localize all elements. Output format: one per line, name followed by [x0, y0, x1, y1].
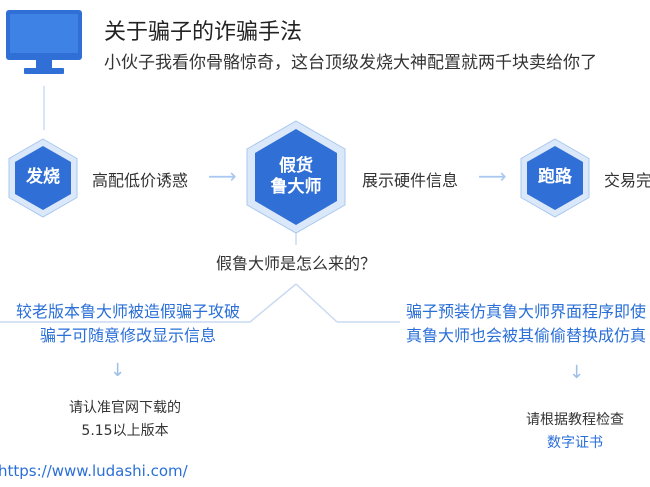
hexagon-shape: [246, 120, 346, 234]
branch-left-line1: 较老版本鲁大师被造假骗子攻破: [15, 302, 240, 321]
page-subtitle: 小伙子我看你骨骼惊奇，这台顶级发烧大神配置就两千块卖给你了: [104, 53, 597, 73]
question-text: 假鲁大师是怎么来的？: [216, 254, 377, 273]
step-desc: 交易完成: [604, 171, 650, 190]
page-title: 关于骗子的诈骗手法: [104, 20, 303, 45]
branch-left-line2: 骗子可随意修改显示信息: [39, 326, 216, 345]
hexagon-shape: [520, 138, 590, 218]
hex-step-run-away: 跑路: [520, 138, 590, 218]
footer-url-link[interactable]: https://www.ludashi.com/: [0, 462, 188, 480]
arrow-right-icon: ⟶: [208, 164, 237, 188]
hex-step-label: 发烧: [26, 167, 60, 188]
hex-step-fever: 发烧: [8, 138, 78, 218]
arrow-down-icon: ↓: [110, 360, 126, 381]
arrow-right-icon: ⟶: [478, 164, 507, 188]
step-desc: 展示硬件信息: [362, 171, 459, 190]
hex-step-label: 假货 鲁大师: [270, 155, 322, 197]
hex-step-fake-ludashi: 假货 鲁大师: [246, 120, 346, 234]
arrow-down-icon: ↓: [569, 362, 585, 383]
branch-left-tip-line2: 5.15以上版本: [81, 423, 169, 439]
branch-right-tip-line1: 请根据教程检查: [526, 412, 624, 428]
branch-left-tip-line1: 请认准官网下载的: [69, 400, 181, 416]
step-desc: 高配低价诱惑: [92, 171, 189, 190]
branch-right-line2: 真鲁大师也会被其偷偷替换成仿真: [406, 326, 647, 345]
hex-step-label: 跑路: [538, 167, 572, 188]
digital-certificate-link[interactable]: 数字证书: [547, 435, 603, 451]
branch-right-line1: 骗子预装仿真鲁大师界面程序即使: [406, 302, 647, 321]
monitor-icon: [6, 10, 82, 74]
hexagon-shape: [8, 138, 78, 218]
